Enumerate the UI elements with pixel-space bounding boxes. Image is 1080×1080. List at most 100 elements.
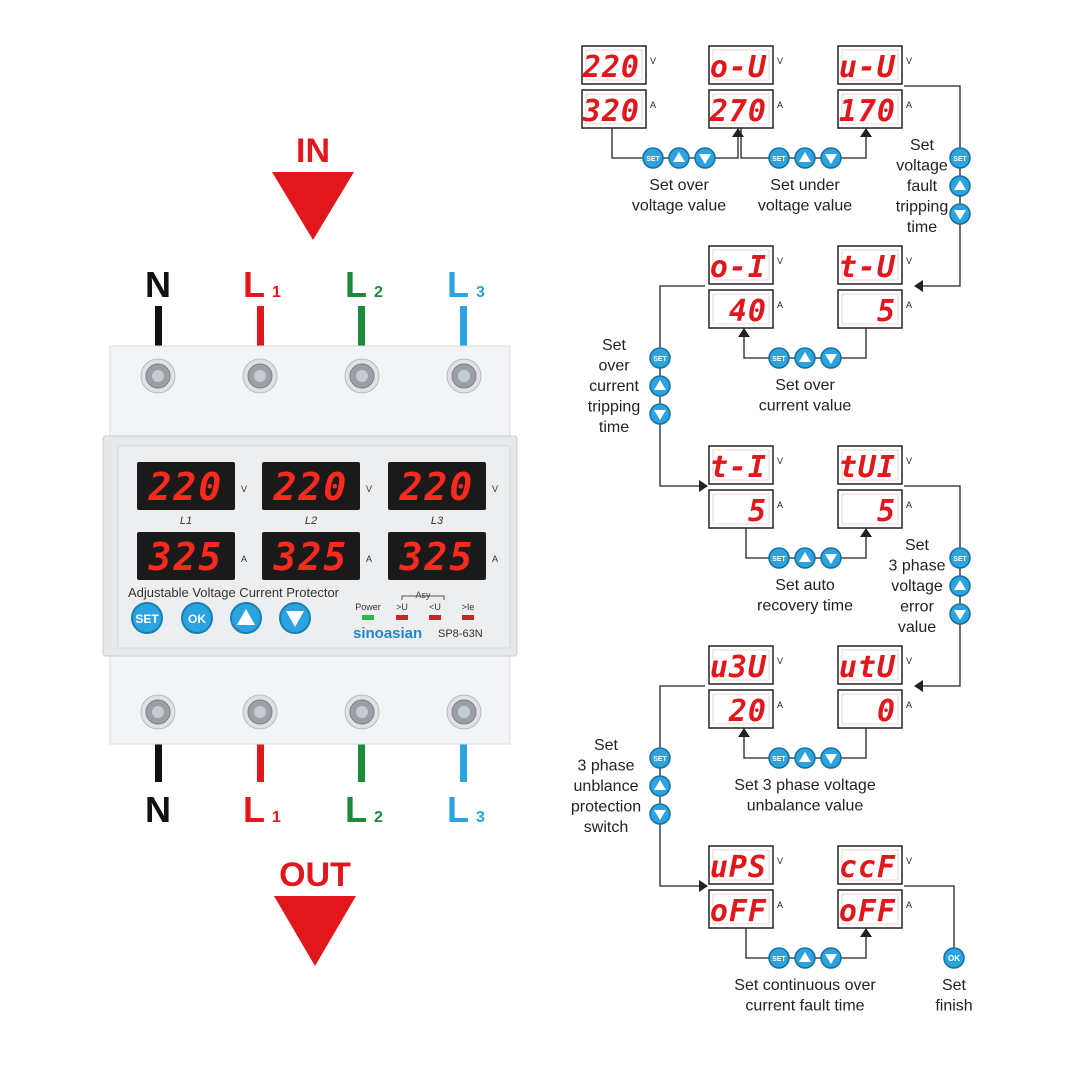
terminal-index: 2 [374,809,383,826]
svg-text:SET: SET [653,756,667,763]
set-node-icon: SET [949,147,971,169]
top-display-unit: V [777,56,783,66]
flow-caption-c4: Set over current value [759,377,852,415]
wire-l3-bottom [460,742,467,782]
bottom-display-value: 5 [748,494,767,529]
bottom-display-unit: A [906,300,912,310]
voltage-screen [388,462,486,510]
under-u-led [429,615,441,620]
caption-line: time [599,419,629,436]
top-display-face [585,49,643,81]
top-screw-terminal-icon [446,358,482,394]
top-display-value: tUI [839,450,896,485]
flow-arrowhead-icon [738,728,750,737]
caption-line: value [898,619,936,636]
caption-line: voltage value [758,198,852,215]
current-readout: 325 [399,535,475,579]
bottom-display-unit: A [777,500,783,510]
down-node-icon [649,803,671,825]
indicator-label-under-u: <U [429,602,441,612]
set-node-icon: SET [768,347,790,369]
caption-line: Set continuous over [734,977,876,994]
down-arrow-icon [286,611,304,627]
caption-line: current value [759,398,852,415]
bottom-display-unit: A [650,100,656,110]
down-button[interactable] [279,602,311,634]
top-screw-terminal-icon [344,358,380,394]
bottom-display-face [841,693,899,725]
terminal-index: 3 [476,284,485,301]
bottom-display-value: oFF [839,894,896,929]
top-screw-terminal-icon [140,358,176,394]
caption-line: over [598,358,630,375]
svg-text:SET: SET [772,356,786,363]
caption-line: Set over [775,377,835,394]
wire-l1-bottom [257,742,264,782]
caption-line: protection [571,799,641,816]
flow-arrowhead-icon [732,128,744,137]
top-display-value: u-U [839,50,896,85]
top-display-value: ccF [839,850,896,885]
down-node-icon [949,203,971,225]
flow-arrowhead-icon [699,880,708,892]
svg-text:OK: OK [948,954,960,963]
caption-line: current [589,378,639,395]
top-screws [140,358,482,394]
voltage-unit: V [241,484,247,494]
caption-line: 3 phase [578,758,635,775]
set-node-icon: SET [768,147,790,169]
bottom-display-face [712,93,770,125]
svg-text:SET: SET [772,156,786,163]
terminal-letter: L [243,789,265,830]
top-display-unit: V [906,256,912,266]
over-u-led [396,615,408,620]
terminal-letter: L [447,789,469,830]
phase-label: L3 [431,515,444,527]
top-display-face [841,449,899,481]
ok-button[interactable]: OK [181,602,213,634]
down-node-icon [820,547,842,569]
down-node-icon [820,747,842,769]
flow-caption-c10: Set continuous over current fault time [734,977,876,1015]
phase-label: L1 [180,515,192,527]
top-display-face [841,249,899,281]
caption-line: time [907,219,937,236]
set-button[interactable]: SET [131,602,163,634]
terminal-index: 1 [272,809,281,826]
up-button[interactable] [230,602,262,634]
down-node-icon [820,147,842,169]
wire-l3-top [460,306,467,348]
terminal-letter: N [145,789,171,830]
bottom-screw-terminal-icon [446,694,482,730]
bottom-wires [155,742,467,782]
set-node-icon: SET [768,947,790,969]
in-label: IN [296,132,330,170]
top-display-value: t-I [710,450,767,485]
asy-bracket [401,595,445,600]
flow-arrowhead-icon [699,480,708,492]
current-readout: 325 [273,535,349,579]
top-display-unit: V [777,656,783,666]
caption-line: current fault time [745,998,864,1015]
out-arrow-icon [274,896,356,966]
wire-l2-top [358,306,365,348]
bottom-screw-terminal-icon [242,694,278,730]
bottom-display-value: 40 [729,294,767,329]
svg-text:SET: SET [772,556,786,563]
svg-text:SET: SET [772,756,786,763]
bottom-screw-terminal-icon [344,694,380,730]
